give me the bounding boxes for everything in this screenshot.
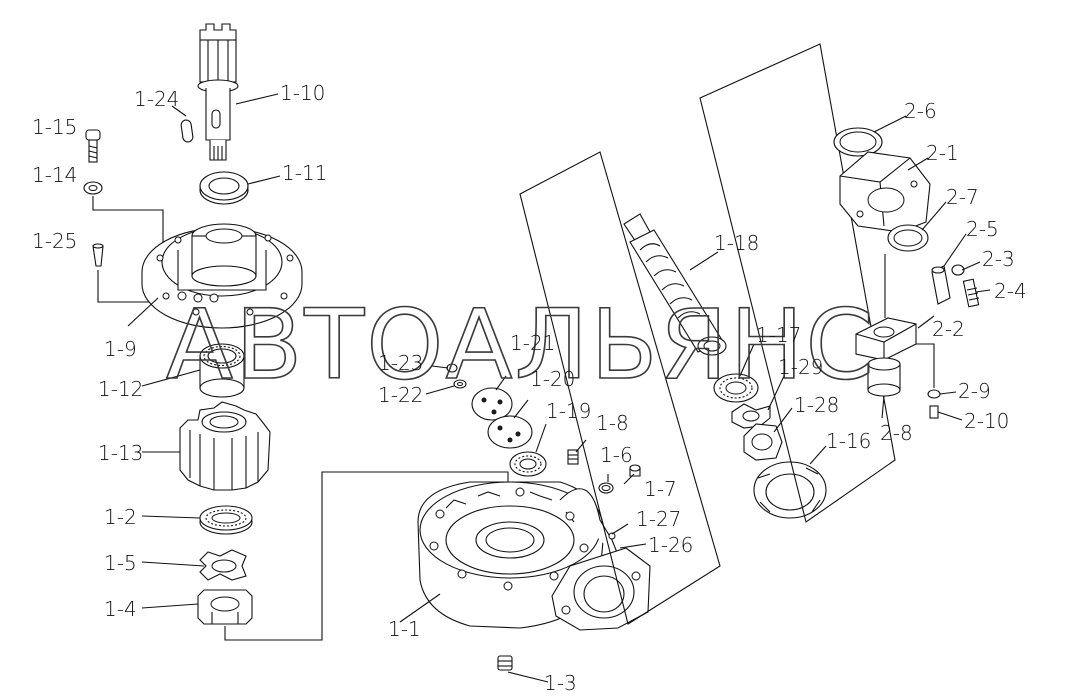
label-1-7: 1-7 — [644, 477, 677, 501]
watermark-text: АВТОАЛЬЯНС — [166, 289, 876, 401]
part-1-17-bearing — [713, 373, 759, 403]
label-1-1: 1-1 — [388, 617, 421, 641]
label-1-15: 1-15 — [32, 115, 77, 139]
label-1-14: 1-14 — [32, 163, 77, 187]
part-2-6-seal-ring — [833, 127, 883, 157]
label-2-1: 2-1 — [926, 141, 959, 165]
label-1-28: 1-28 — [794, 393, 839, 417]
part-2-9-washer — [927, 389, 941, 399]
part-1-14-washer — [83, 181, 103, 195]
leader-lines — [127, 93, 991, 683]
label-2-8: 2-8 — [880, 421, 913, 445]
part-1-28-nut — [743, 423, 783, 461]
label-1-22: 1-22 — [378, 383, 423, 407]
label-2-9: 2-9 — [958, 379, 991, 403]
part-1-6-o-ring — [598, 482, 614, 494]
label-2-6: 2-6 — [904, 99, 937, 123]
part-2-4-bolt — [962, 278, 980, 308]
label-1-5: 1-5 — [104, 551, 137, 575]
label-1-24: 1-24 — [134, 87, 179, 111]
label-1-10: 1-10 — [280, 81, 325, 105]
part-1-10-splined-shaft — [197, 23, 239, 161]
label-1-8: 1-8 — [596, 411, 629, 435]
label-2-10: 2-10 — [964, 409, 1009, 433]
part-2-3-nut — [951, 264, 965, 276]
part-2-7-seal-ring — [887, 224, 929, 252]
part-1-15-bolt — [85, 129, 101, 163]
label-2-2: 2-2 — [932, 317, 965, 341]
part-1-4-nut — [197, 589, 253, 625]
label-1-23: 1-23 — [378, 351, 423, 375]
label-1-2: 1-2 — [104, 505, 137, 529]
part-1-25-pin — [92, 243, 104, 267]
part-1-12-bearing — [199, 343, 245, 398]
label-1-20: 1-20 — [530, 367, 575, 391]
label-1-4: 1-4 — [104, 597, 137, 621]
part-1-18-worm-shaft — [623, 213, 727, 356]
label-2-7: 2-7 — [946, 185, 979, 209]
label-1-21: 1-21 — [510, 331, 555, 355]
part-1-9-cover-flange — [141, 223, 303, 329]
label-1-3: 1-3 — [544, 671, 577, 695]
part-1-7-plug — [629, 464, 641, 477]
part-1-5-lock-washer — [199, 549, 247, 581]
part-1-11-bearing — [199, 171, 249, 205]
label-2-4: 2-4 — [994, 279, 1027, 303]
label-1-18: 1-18 — [714, 231, 759, 255]
part-2-10-bolt — [929, 405, 939, 419]
part-1-13-gear — [179, 401, 271, 491]
part-1-16-ring-nut — [753, 461, 827, 519]
label-1-19: 1-19 — [546, 399, 591, 423]
part-1-29-lock-washer — [731, 403, 771, 429]
label-1-13: 1-13 — [98, 441, 143, 465]
label-2-3: 2-3 — [982, 247, 1015, 271]
part-1-20-gasket — [487, 415, 533, 449]
part-1-3-plug — [497, 655, 513, 671]
part-2-5-pin — [931, 265, 951, 305]
part-1-1-housing — [417, 481, 651, 631]
part-1-19-bearing — [509, 451, 547, 477]
label-1-12: 1-12 — [98, 377, 143, 401]
label-2-5: 2-5 — [966, 217, 999, 241]
label-1-6: 1-6 — [600, 443, 633, 467]
part-1-22-washer — [453, 379, 467, 389]
part-1-2-bearing — [199, 505, 253, 535]
label-1-16: 1-16 — [826, 429, 871, 453]
part-labels: 1-10 1-24 1-15 1-14 1-11 1-25 1-9 1-12 1… — [32, 81, 1027, 695]
label-1-9: 1-9 — [104, 337, 137, 361]
label-1-27: 1-27 — [636, 507, 681, 531]
label-1-25: 1-25 — [32, 229, 77, 253]
part-2-1-steering-arm-block — [839, 151, 931, 233]
part-1-24-key — [180, 119, 194, 143]
part-1-8-fitting — [567, 449, 579, 465]
label-1-17: 1-17 — [756, 323, 801, 347]
label-1-11: 1-11 — [282, 161, 327, 185]
label-1-26: 1-26 — [648, 533, 693, 557]
label-1-29: 1-29 — [778, 355, 823, 379]
part-1-21-cover-plate — [471, 387, 513, 421]
